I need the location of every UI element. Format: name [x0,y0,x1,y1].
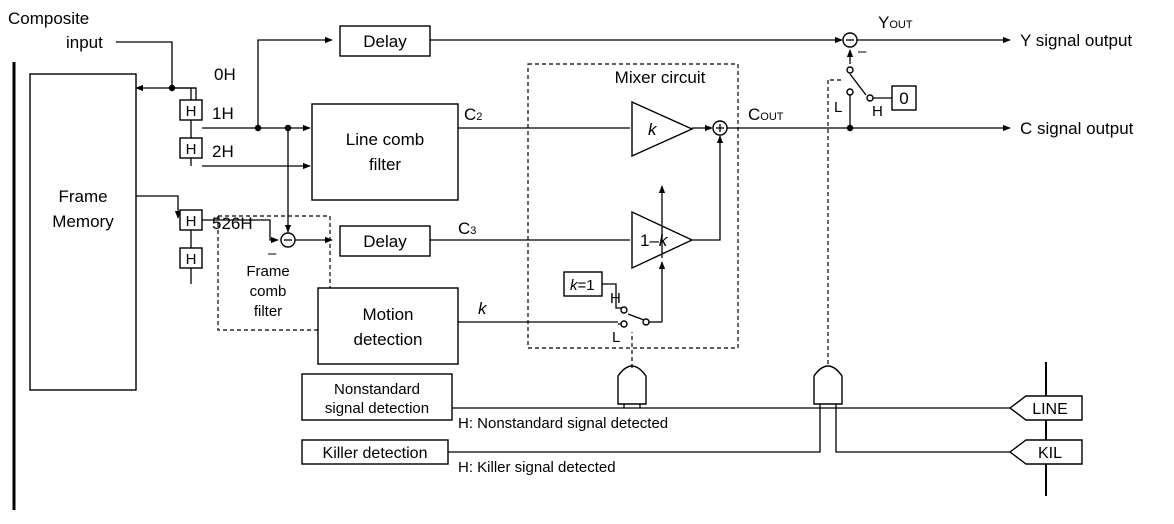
y-output-label: Y signal output [1020,31,1132,50]
killer-note: H: Killer signal detected [458,459,616,476]
onemk-to-adder-wire [692,135,724,241]
mid-delay-label: Delay [363,232,407,251]
framemem-to-526h-wire [136,195,182,219]
killer-to-or2-wire [448,404,821,453]
composite-input-label-2: input [66,33,103,52]
oneh-to-delay-wire [257,36,333,128]
mixer-circuit-outline [527,63,739,349]
nonstandard-detection-box [301,373,453,421]
line-pin [1008,395,1083,421]
mixer-label-bg [600,66,720,88]
motion-label-1: Motion [362,305,413,324]
out-switch-contact-h [866,94,874,102]
line-comb-filter-box [311,103,459,201]
tap-2h-label: 2H [212,142,234,161]
composite-input-label-1: Composite [8,9,89,28]
kil-pin-label: KIL [1038,445,1062,462]
h-glyph: H [186,103,197,120]
tap-526h-label: 526H [212,214,253,233]
frame-comb-label-1: Frame [246,263,289,280]
out-switch-common [846,66,854,74]
k-amplifier [631,100,694,158]
nonstandard-label-2: signal detection [325,400,429,417]
mixer-label: Mixer circuit [615,68,706,87]
mid-delay-box [339,225,431,257]
motion-k-label: k [478,299,488,318]
kil-to-or2-wire [835,404,1014,453]
switch-contact-l [620,320,628,328]
out-switch-l-label: L [834,99,842,116]
frame-memory-label-1: Frame [58,187,107,206]
zero-box [891,85,917,111]
h-glyph: H [186,141,197,158]
switch-h-label: H [610,290,621,307]
frame-comb-dashed-outline [217,216,318,331]
switch-l-label: L [612,329,620,346]
c-output-label: C signal output [1020,119,1134,138]
minus-label: – [268,245,277,262]
top-delay-label: Delay [363,32,407,51]
killer-detection-box [301,439,449,465]
out-switch-arm [849,73,867,96]
motion-label-2: detection [354,330,423,349]
cout-label: COUT [748,105,784,124]
one-minus-k-label: 1–k [640,231,669,250]
switch-contact-h [620,306,628,314]
top-delay-box [339,25,431,57]
k1-to-switch-wire [602,283,624,309]
h-glyph: H [186,213,197,230]
or-gate-1 [617,365,647,405]
zero-label: 0 [899,89,908,108]
out-switch-h-label: H [872,103,883,120]
line-comb-label-1: Line comb [346,130,424,149]
switch-arm [627,313,645,321]
tap-1h-label: 1H [212,104,234,123]
nonstandard-label-1: Nonstandard [334,381,420,398]
k-amp-label: k [648,120,658,139]
frame-comb-label-3: filter [254,303,282,320]
k-equals-one-label: k=1 [570,277,595,294]
tap-0h-label: 0H [214,65,236,84]
c2-label: C2 [464,105,482,124]
or-gate-2 [813,365,843,405]
h-glyph: H [186,251,197,268]
kil-pin [1008,439,1083,465]
killer-label: Killer detection [323,445,428,462]
yout-label: YOUT [878,13,913,32]
frame-memory-label-2: Memory [52,212,114,231]
c3-label: C3 [458,219,476,238]
out-switch-contact-l [846,88,854,96]
nonstandard-note: H: Nonstandard signal detected [458,415,668,432]
line-comb-label-2: filter [369,155,401,174]
526h-to-subtractor-wire [202,219,279,244]
frame-comb-dashed-outline [218,215,331,288]
frame-comb-label-2: comb [250,283,287,300]
nonstd-to-or1-wire [452,404,625,409]
composite-input-wire [116,41,173,88]
frame-memory-box [29,73,137,391]
minus-label: – [858,43,867,60]
line-pin-label: LINE [1032,401,1068,418]
motion-detection-box [317,287,459,365]
